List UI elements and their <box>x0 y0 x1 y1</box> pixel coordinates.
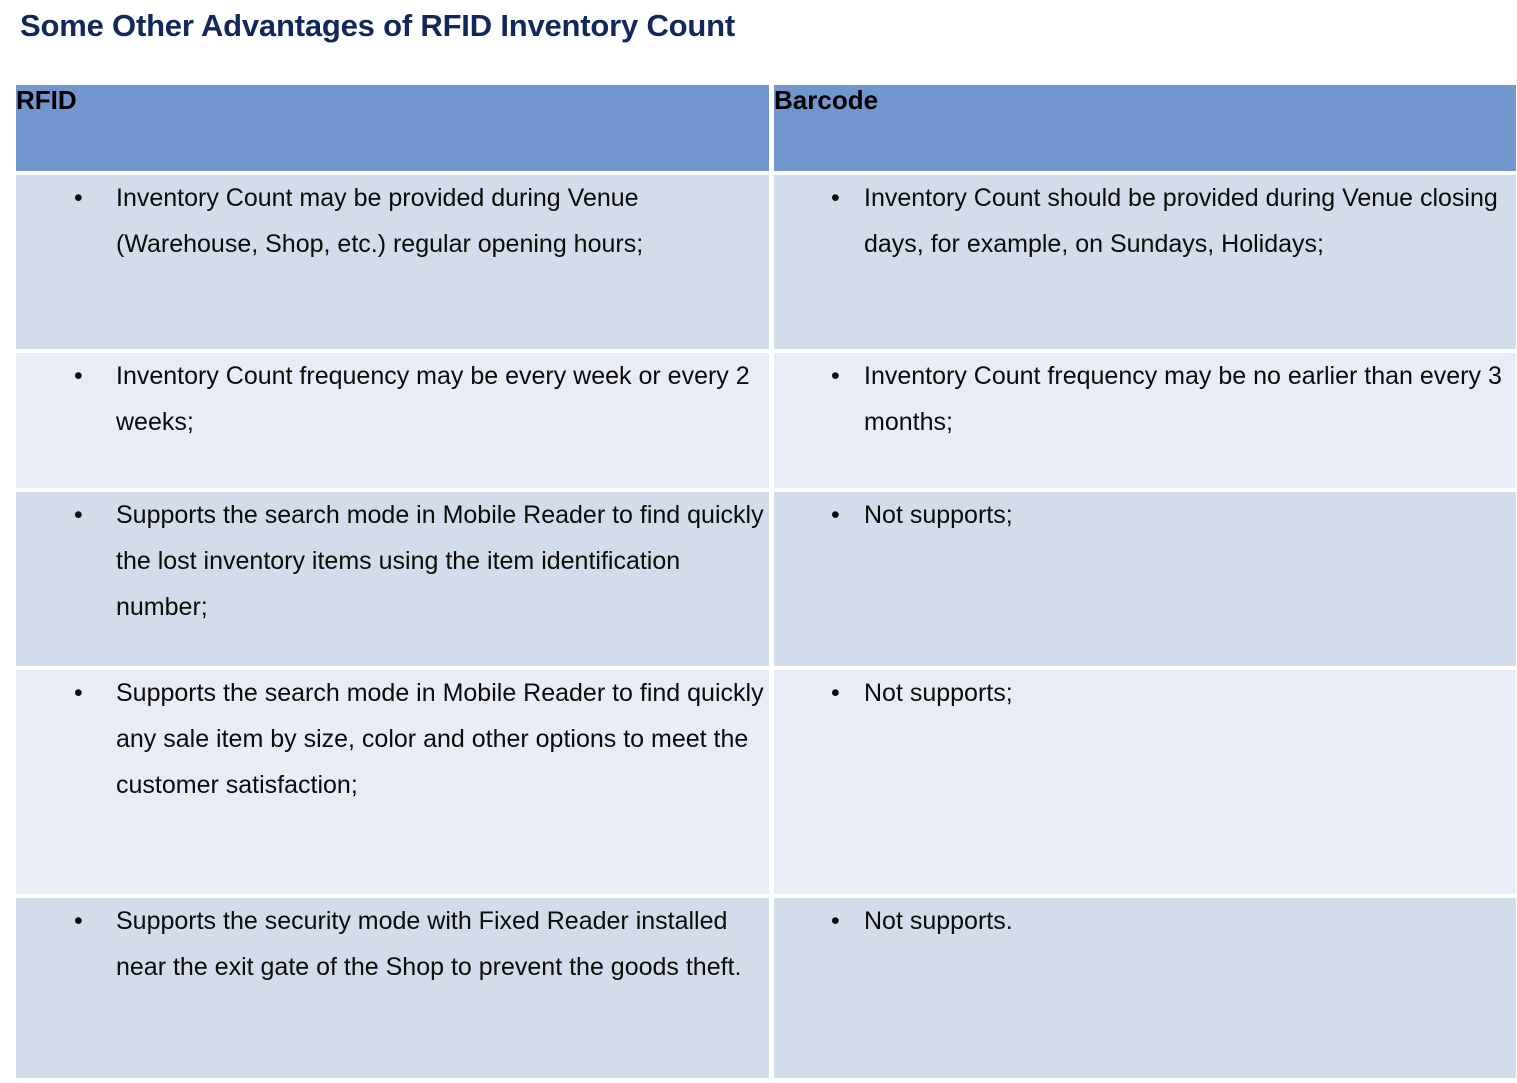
page-title: Some Other Advantages of RFID Inventory … <box>20 8 735 43</box>
bullet-icon: • <box>831 679 840 707</box>
rfid-vs-barcode-table: RFID Barcode • Inventory Count may be pr… <box>11 81 1517 1082</box>
bullet-list: • Inventory Count frequency may be every… <box>16 353 769 445</box>
list-item: • Not supports; <box>774 492 1516 538</box>
bullet-list: • Inventory Count may be provided during… <box>16 175 769 267</box>
list-item-text: Not supports; <box>864 679 1013 707</box>
bullet-icon: • <box>74 907 83 935</box>
table-row: • Supports the security mode with Fixed … <box>16 898 1516 1078</box>
list-item-text: Supports the search mode in Mobile Reade… <box>116 501 764 621</box>
table-body: • Inventory Count may be provided during… <box>16 175 1516 1078</box>
bullet-icon: • <box>74 679 83 707</box>
bullet-icon: • <box>831 907 840 935</box>
cell-rfid-2: • Inventory Count frequency may be every… <box>16 353 769 488</box>
bullet-icon: • <box>831 501 840 529</box>
bullet-icon: • <box>831 184 840 212</box>
bullet-list: • Supports the search mode in Mobile Rea… <box>16 670 769 808</box>
bullet-list: • Not supports; <box>774 670 1516 716</box>
list-item: • Inventory Count frequency may be every… <box>16 353 769 445</box>
bullet-list: • Inventory Count frequency may be no ea… <box>774 353 1516 445</box>
table-header: RFID Barcode <box>16 85 1516 171</box>
column-header-barcode: Barcode <box>774 85 1516 171</box>
table-row: • Supports the search mode in Mobile Rea… <box>16 492 1516 666</box>
list-item: • Not supports; <box>774 670 1516 716</box>
list-item: • Not supports. <box>774 898 1516 944</box>
list-item-text: Inventory Count frequency may be no earl… <box>864 362 1502 436</box>
list-item: • Supports the security mode with Fixed … <box>16 898 769 990</box>
list-item: • Inventory Count frequency may be no ea… <box>774 353 1516 445</box>
list-item-text: Supports the search mode in Mobile Reade… <box>116 679 764 799</box>
table-row: • Inventory Count may be provided during… <box>16 175 1516 349</box>
bullet-list: • Inventory Count should be provided dur… <box>774 175 1516 267</box>
cell-barcode-3: • Not supports; <box>774 492 1516 666</box>
table-header-row: RFID Barcode <box>16 85 1516 171</box>
list-item-text: Inventory Count should be provided durin… <box>864 184 1498 258</box>
bullet-list: • Supports the security mode with Fixed … <box>16 898 769 990</box>
cell-barcode-5: • Not supports. <box>774 898 1516 1078</box>
list-item-text: Not supports; <box>864 501 1013 529</box>
bullet-icon: • <box>831 362 840 390</box>
list-item-text: Supports the security mode with Fixed Re… <box>116 907 742 981</box>
column-header-rfid: RFID <box>16 85 769 171</box>
bullet-icon: • <box>74 362 83 390</box>
list-item-text: Inventory Count frequency may be every w… <box>116 362 750 436</box>
bullet-list: • Not supports; <box>774 492 1516 538</box>
list-item-text: Not supports. <box>864 907 1013 935</box>
cell-barcode-2: • Inventory Count frequency may be no ea… <box>774 353 1516 488</box>
list-item: • Inventory Count should be provided dur… <box>774 175 1516 267</box>
cell-barcode-1: • Inventory Count should be provided dur… <box>774 175 1516 349</box>
list-item-text: Inventory Count may be provided during V… <box>116 184 644 258</box>
bullet-icon: • <box>74 184 83 212</box>
cell-rfid-1: • Inventory Count may be provided during… <box>16 175 769 349</box>
list-item: • Inventory Count may be provided during… <box>16 175 769 267</box>
cell-rfid-5: • Supports the security mode with Fixed … <box>16 898 769 1078</box>
bullet-icon: • <box>74 501 83 529</box>
table-row: • Inventory Count frequency may be every… <box>16 353 1516 488</box>
cell-barcode-4: • Not supports; <box>774 670 1516 894</box>
list-item: • Supports the search mode in Mobile Rea… <box>16 492 769 630</box>
table-row: • Supports the search mode in Mobile Rea… <box>16 670 1516 894</box>
bullet-list: • Not supports. <box>774 898 1516 944</box>
bullet-list: • Supports the search mode in Mobile Rea… <box>16 492 769 630</box>
cell-rfid-3: • Supports the search mode in Mobile Rea… <box>16 492 769 666</box>
list-item: • Supports the search mode in Mobile Rea… <box>16 670 769 808</box>
cell-rfid-4: • Supports the search mode in Mobile Rea… <box>16 670 769 894</box>
